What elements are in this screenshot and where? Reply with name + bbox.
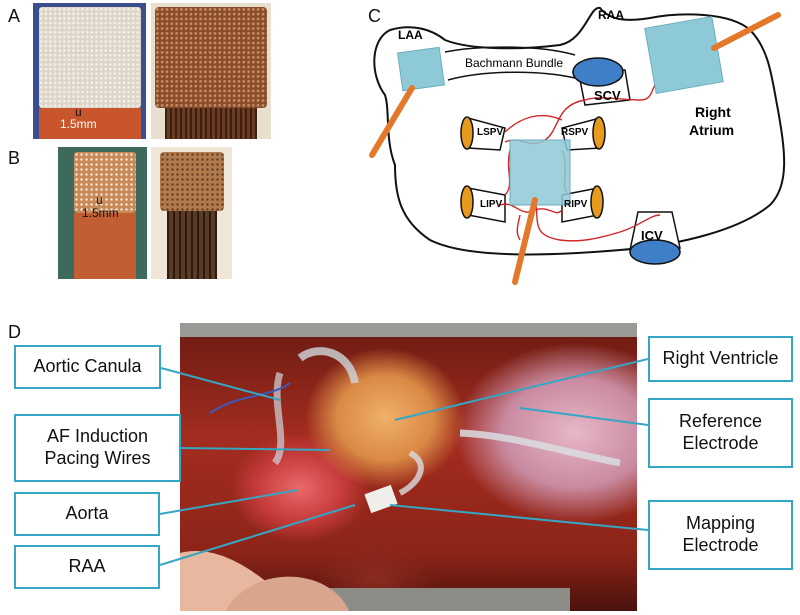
callout-aorta: Aorta (14, 492, 160, 536)
callout-af-induction: AF Induction Pacing Wires (14, 414, 181, 482)
left-atrium-catheter (512, 197, 538, 285)
callout-raa: RAA (14, 545, 160, 589)
callout-aortic-canula-text: Aortic Canula (33, 356, 142, 377)
panel-letter-b: B (8, 148, 21, 168)
label-raa: RAA (598, 8, 624, 22)
electrode-array-front-photo (33, 3, 146, 139)
scale-mark-a: u (75, 105, 82, 119)
left-atrium-electrode (509, 139, 571, 206)
panel-letter-c: C (368, 6, 381, 26)
label-laa: LAA (398, 28, 423, 42)
lipv-ostium (460, 185, 474, 219)
label-right-atrium-2: Atrium (689, 122, 735, 138)
callout-af-induction-line2: Pacing Wires (44, 448, 151, 468)
callout-reference-electrode: Reference Electrode (648, 398, 793, 468)
callout-af-induction-line1: AF Induction (46, 426, 149, 447)
callout-mapping-line2: Electrode (682, 535, 759, 555)
scale-label-a: 1.5mm (60, 117, 97, 131)
scale-label-b: 1.5mm (82, 206, 119, 220)
callout-reference-line2: Electrode (682, 433, 759, 453)
small-electrode-array-front-photo (58, 147, 147, 279)
callout-raa-text: RAA (68, 556, 106, 577)
callout-right-ventricle: Right Ventricle (648, 336, 793, 382)
lspv-ostium (460, 116, 474, 150)
icv-ostium (629, 239, 681, 265)
label-ripv: RIPV (564, 199, 588, 210)
callout-mapping-electrode: Mapping Electrode (648, 500, 793, 570)
rspv-ostium (592, 116, 606, 150)
small-electrode-array-back-photo (151, 147, 232, 279)
label-rspv: RSPV (561, 127, 589, 138)
callout-mapping-line1: Mapping (685, 513, 756, 534)
right-atrium-catheter (711, 12, 781, 51)
callout-aorta-text: Aorta (65, 503, 109, 524)
panel-letter-a: A (8, 6, 21, 26)
callout-reference-line1: Reference (678, 411, 763, 432)
label-icv: ICV (641, 228, 663, 243)
label-lspv: LSPV (477, 127, 504, 138)
electrode-array-back-photo (151, 3, 271, 139)
callout-aortic-canula: Aortic Canula (14, 345, 161, 389)
label-right-atrium-1: Right (695, 104, 731, 120)
laa-electrode (396, 46, 446, 92)
scv-ostium (572, 57, 624, 87)
callout-right-ventricle-text: Right Ventricle (662, 348, 779, 369)
label-scv: SCV (594, 88, 621, 103)
label-lipv: LIPV (480, 199, 503, 210)
laa-catheter (369, 85, 415, 158)
panel-letter-d: D (8, 322, 21, 342)
ripv-ostium (590, 185, 604, 219)
label-bachmann-bundle: Bachmann Bundle (465, 56, 564, 70)
surgical-field-photo (180, 323, 637, 611)
scale-mark-b: u (96, 193, 103, 207)
